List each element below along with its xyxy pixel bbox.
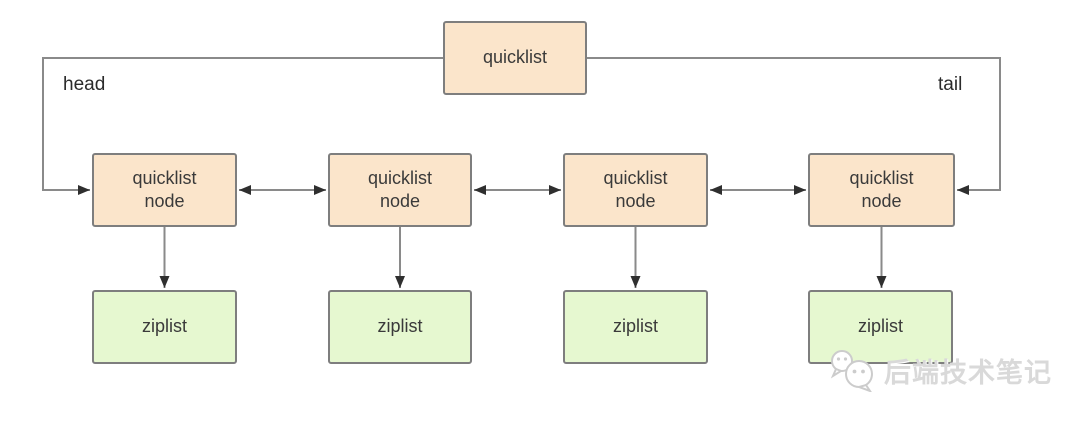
quicklist-node-box-1: quicklist node [92, 153, 237, 227]
quicklist-node-box-3: quicklist node [563, 153, 708, 227]
tail-connector [587, 57, 1001, 195]
ziplist-box-2: ziplist [328, 290, 472, 364]
quicklist-box: quicklist [443, 21, 587, 95]
watermark: 后端技术笔记 [828, 348, 1052, 392]
watermark-text: 后端技术笔记 [884, 357, 1052, 388]
ziplist-box-3: ziplist [563, 290, 708, 364]
quicklist-node-box-4: quicklist node [808, 153, 955, 227]
head-connector [42, 57, 443, 195]
ziplist-box-1: ziplist [92, 290, 237, 364]
ziplist-box-4: ziplist [808, 290, 953, 364]
tail-label: tail [938, 74, 963, 95]
quicklist-node-box-2: quicklist node [328, 153, 472, 227]
head-label: head [63, 74, 106, 95]
wechat-chat-bubbles-icon [830, 350, 873, 392]
